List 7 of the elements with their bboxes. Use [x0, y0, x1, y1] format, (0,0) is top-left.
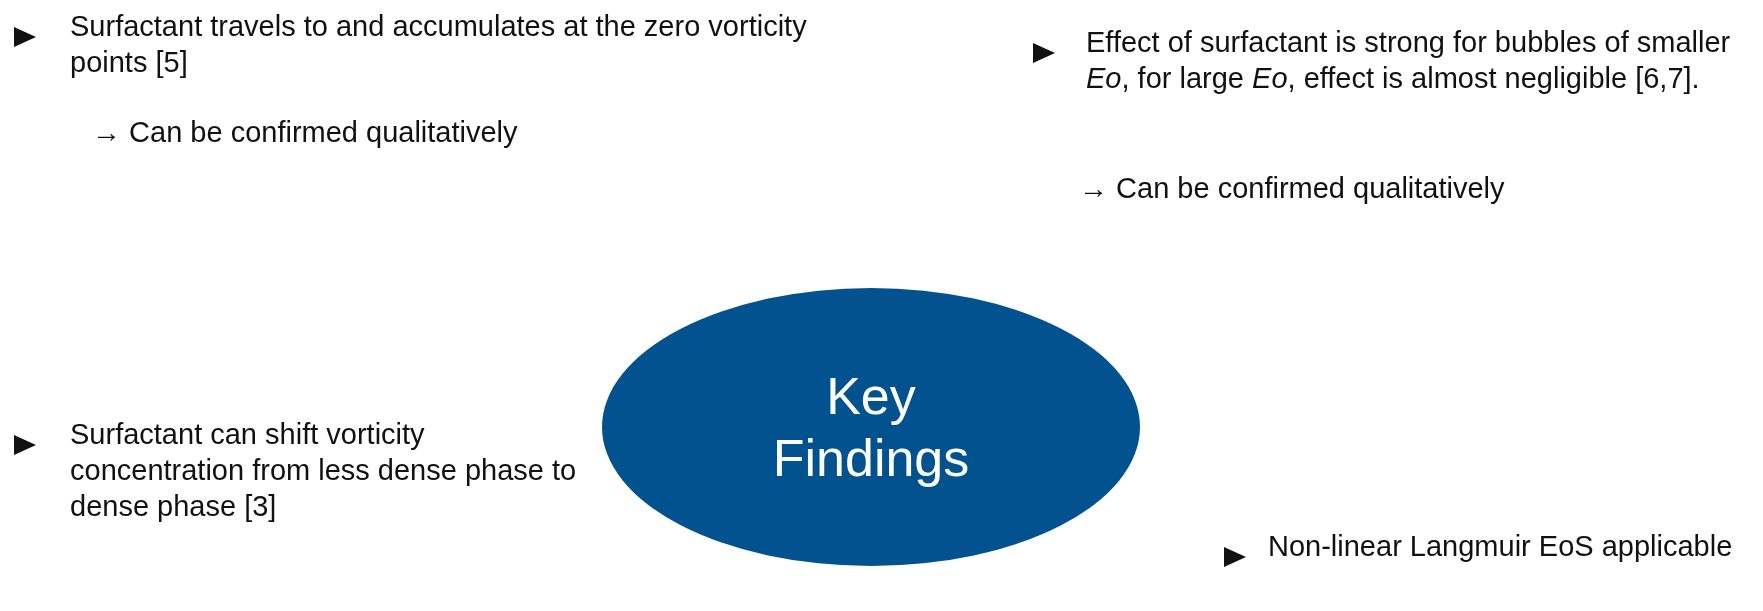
bullet-text: Surfactant travels to and accumulates at the zero vorticity points [5]: [70, 9, 808, 80]
node-label: Key Findings: [771, 366, 971, 489]
bullet-text: → Can be confirmed qualitatively: [92, 115, 519, 150]
bullet-text: Effect of surfactant is strong for bubbles of smaller Eo, for large Eo, effect is almost negligible [6,7].: [1086, 25, 1732, 96]
bullet-text: Surfactant can shift vorticity concentration from less dense phase to dense phase [3]: [70, 417, 578, 524]
bullet-text: → Can be confirmed qualitatively: [1079, 171, 1506, 206]
bullet-text: Non-linear Langmuir EoS applicable: [1268, 529, 1734, 564]
